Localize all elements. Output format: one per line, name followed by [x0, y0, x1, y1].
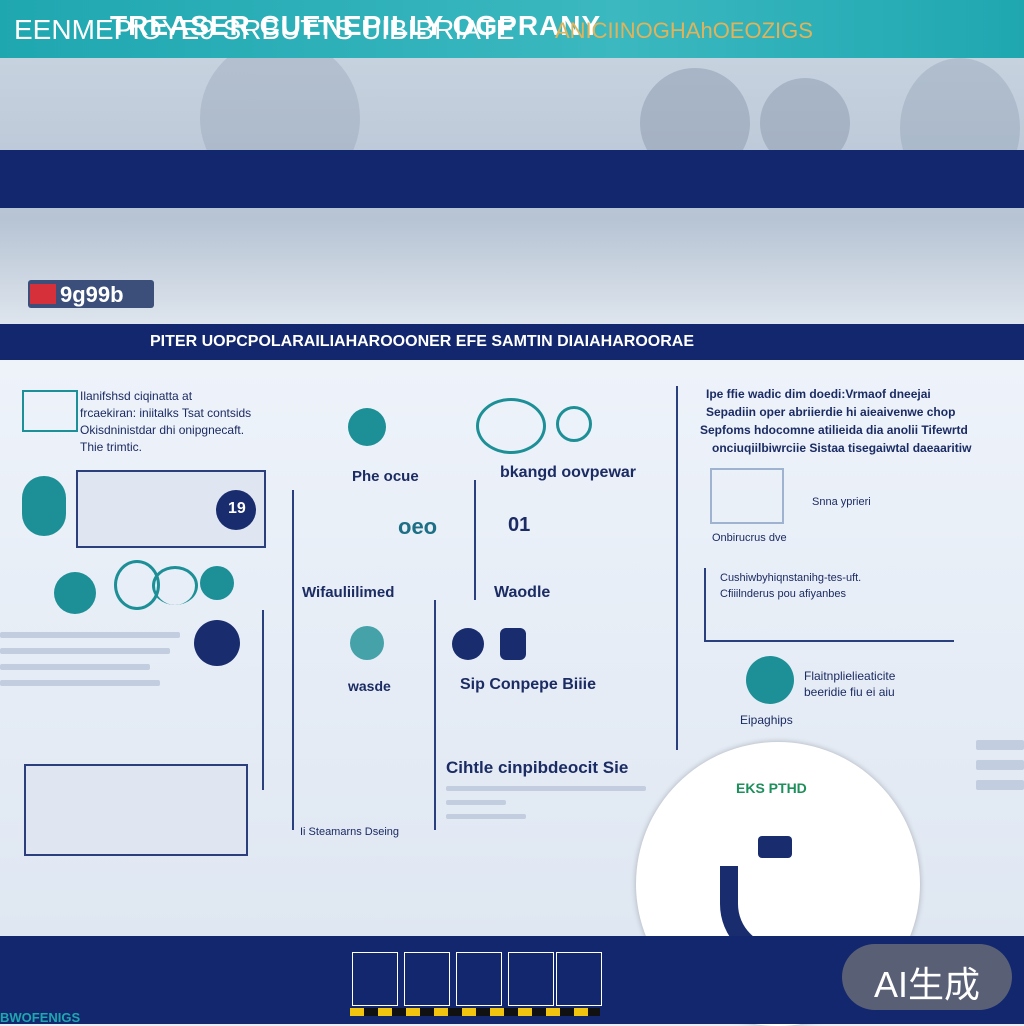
list-bar	[976, 740, 1024, 750]
connector-line	[704, 640, 954, 642]
section-title: PITER UOPCPOLARAILIAHAROOONER EFE SAMTIN…	[150, 333, 695, 350]
person-label-b: beeridie fiu ei aiu	[804, 685, 895, 699]
banner-title: EENMEPIOYE9 SRBUTTS UIBIBRIATE	[14, 14, 515, 45]
col-label-wifa: Wifauliilimed	[302, 584, 395, 601]
icon-tile-2	[404, 952, 450, 1006]
gear-icon	[194, 620, 240, 666]
right-item-1: Snna yprieri	[812, 496, 871, 508]
list-bar	[446, 800, 506, 805]
target-icon	[556, 406, 592, 442]
calendar-icon	[452, 628, 484, 660]
capsule-icon	[22, 476, 66, 536]
right-item-2: Onbirucrus dve	[712, 532, 787, 544]
connector-line	[676, 386, 678, 750]
handshake-icon	[476, 398, 546, 454]
connector-line	[474, 480, 476, 600]
main-banner	[0, 150, 1024, 208]
list-bar	[0, 680, 160, 686]
bottom-heading: Cihtle cinpibdeocit Sie	[446, 758, 629, 777]
right-line-1: Ipe ffie wadic dim doedi:Vrmaof dneejai	[706, 387, 931, 401]
list-bar	[446, 786, 646, 791]
badge-number: 9g99b	[60, 282, 124, 307]
list-bar	[446, 814, 526, 819]
teal-circle-icon	[54, 572, 96, 614]
connector-line	[292, 490, 294, 830]
icon-tile-5	[556, 952, 602, 1006]
phone-icon	[500, 628, 526, 660]
hazard-stripe	[350, 1008, 600, 1016]
lock-icon	[200, 566, 234, 600]
monitor-icon	[22, 390, 78, 432]
person-label-a: Flaitnplielieaticite	[804, 669, 896, 683]
connector-line	[262, 610, 264, 790]
icon-tile-1	[352, 952, 398, 1006]
badge-circle	[216, 490, 256, 530]
col-label-o: oeo	[398, 514, 438, 539]
left-paragraph: Ilanifshsd ciqinatta at frcaekiran: inii…	[80, 389, 252, 454]
top-bar	[0, 0, 1024, 58]
people-icon	[350, 626, 384, 660]
list-bar	[0, 648, 170, 654]
right-line-2: Sepadiin oper abriierdie hi aieaivenwe c…	[706, 405, 956, 419]
page-title: TREASER CUENEPILLY OGPRANY	[110, 10, 602, 41]
list-bar	[976, 760, 1024, 770]
list-bar	[0, 664, 150, 670]
bottom-note: Ii Steamarns Dseing	[300, 826, 400, 838]
col-label-sip: Sip Conpepe Biiie	[460, 676, 597, 693]
icon-tile-4	[508, 952, 554, 1006]
col-label-phe: Phe ocue	[352, 468, 419, 485]
list-bar	[976, 780, 1024, 790]
arch-icon	[152, 566, 198, 605]
right-item-4: Cfiiilnderus pou afiyanbes	[720, 588, 846, 600]
col-label-wasdle: wasde	[348, 678, 391, 694]
right-caption: Eipaghips	[740, 713, 793, 727]
list-bar	[0, 632, 180, 638]
badge-circle-label: 19	[228, 500, 246, 517]
globe-icon	[348, 408, 386, 446]
right-line-3: Sepfoms hdocomne atilieida dia anolii Ti…	[700, 423, 968, 437]
badge-flag	[30, 284, 56, 304]
connector-line	[704, 568, 706, 642]
icon-tile-3	[456, 952, 502, 1006]
logo-circle-label: EKS PTHD	[736, 780, 807, 796]
watermark-text: AI生成	[873, 964, 980, 1005]
data-table	[24, 764, 248, 856]
footer-label: BWOFENIGS	[0, 1010, 81, 1025]
chart-icon	[710, 468, 784, 524]
right-item-3: Cushiwbyhiqnstanihg-tes-uft.	[720, 572, 862, 584]
watermark-badge	[842, 944, 1012, 1010]
col-label-o1: 01	[508, 514, 531, 536]
section-bar	[0, 324, 1024, 360]
col-label-wo: Waodle	[494, 584, 551, 601]
connector-line	[434, 600, 436, 830]
logo-top	[758, 836, 792, 858]
right-line-4: onciuqiilbiwrciie Sistaa tisegaiwtal dae…	[712, 441, 972, 455]
person-icon	[746, 656, 794, 704]
banner-subtitle: ANICIINOGHAhOEOZIGS	[555, 18, 813, 43]
col-label-bkang: bkangd oovpewar	[500, 464, 637, 481]
